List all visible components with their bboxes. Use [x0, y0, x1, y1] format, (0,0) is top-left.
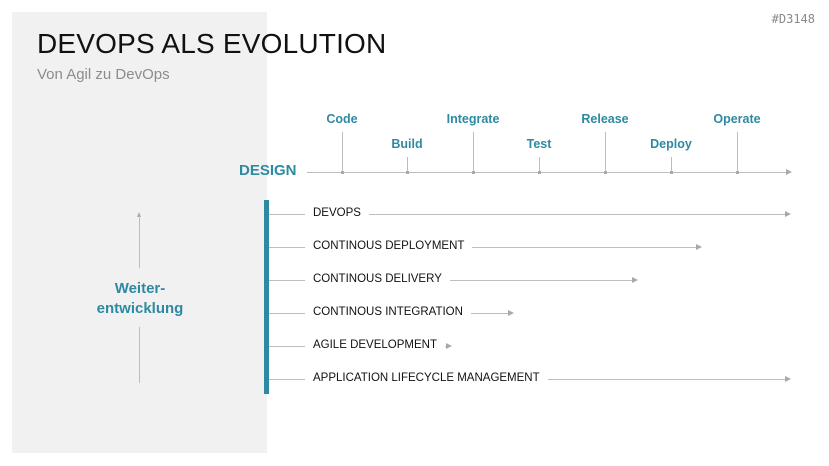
- slide-subtitle: Von Agil zu DevOps: [37, 66, 170, 83]
- stage-branch-line: [269, 247, 305, 248]
- stage-label: CONTINOUS INTEGRATION: [313, 306, 463, 318]
- phase-label: Deploy: [650, 137, 692, 151]
- phase-tick: [605, 132, 606, 172]
- stage-label: APPLICATION LIFECYCLE MANAGEMENT: [313, 372, 540, 384]
- evolution-up-arrowhead-icon: [137, 212, 141, 217]
- phase-marker: [538, 171, 541, 174]
- evolution-axis-label-line1: Weiter-: [114, 280, 166, 297]
- stage-progress-line: [470, 313, 508, 314]
- stage-progress-line: [472, 247, 696, 248]
- phase-tick: [539, 157, 540, 172]
- phase-label: Build: [391, 137, 423, 151]
- phase-label: Integrate: [446, 112, 500, 126]
- stage-branch-line: [269, 280, 305, 281]
- evolution-arrow-lower: [139, 327, 140, 383]
- stage-branch-line: [269, 379, 305, 380]
- timeline-axis: [307, 172, 786, 173]
- phase-marker: [406, 171, 409, 174]
- evolution-axis-label-line2: entwicklung: [96, 300, 184, 317]
- phase-label: Test: [526, 137, 552, 151]
- stage-arrowhead-icon: [632, 277, 638, 283]
- phase-tick: [407, 157, 408, 172]
- evolution-bar: [264, 200, 269, 394]
- stage-label: CONTINOUS DEPLOYMENT: [313, 240, 465, 252]
- stage-progress-line: [368, 214, 785, 215]
- phase-marker: [604, 171, 607, 174]
- stage-arrowhead-icon: [446, 343, 452, 349]
- phase-tick: [473, 132, 474, 172]
- phase-marker: [472, 171, 475, 174]
- stage-branch-line: [269, 313, 305, 314]
- slide-title: DEVOPS ALS EVOLUTION: [37, 28, 387, 59]
- slide-id: #D3148: [771, 12, 815, 26]
- stage-progress-line: [547, 379, 785, 380]
- phase-tick: [342, 132, 343, 172]
- phase-marker: [341, 171, 344, 174]
- timeline-start-label: DESIGN: [239, 162, 297, 179]
- phase-label: Release: [581, 112, 629, 126]
- stage-branch-line: [269, 346, 305, 347]
- stage-label: AGILE DEVELOPMENT: [313, 339, 437, 351]
- timeline-arrowhead-icon: [786, 169, 792, 175]
- phase-tick: [671, 157, 672, 172]
- stage-progress-line: [449, 280, 632, 281]
- phase-marker: [736, 171, 739, 174]
- stage-progress-line: [444, 346, 447, 347]
- evolution-arrow-upper: [139, 216, 140, 268]
- stage-label: DEVOPS: [313, 207, 361, 219]
- stage-arrowhead-icon: [785, 211, 791, 217]
- stage-arrowhead-icon: [785, 376, 791, 382]
- stage-arrowhead-icon: [508, 310, 514, 316]
- stage-branch-line: [269, 214, 305, 215]
- stage-arrowhead-icon: [696, 244, 702, 250]
- evolution-axis-label: Weiter- entwicklung: [80, 279, 200, 319]
- phase-marker: [670, 171, 673, 174]
- stage-label: CONTINOUS DELIVERY: [313, 273, 442, 285]
- phase-label: Code: [326, 112, 358, 126]
- phase-label: Operate: [713, 112, 761, 126]
- phase-tick: [737, 132, 738, 172]
